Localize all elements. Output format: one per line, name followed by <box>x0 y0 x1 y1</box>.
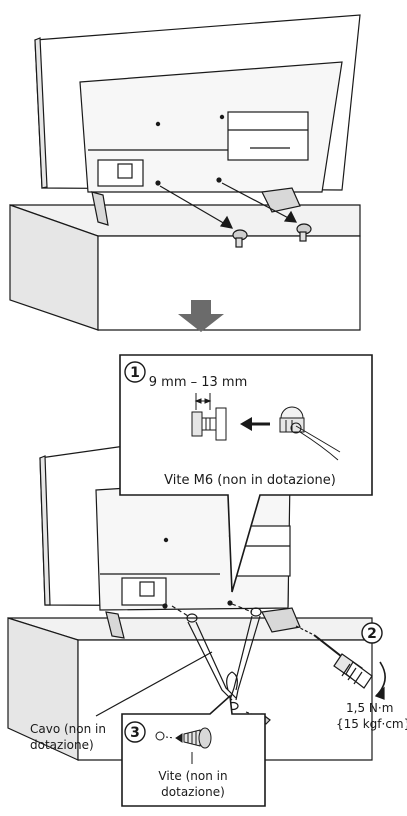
cable-label-line1: Cavo (non in <box>30 722 106 736</box>
step-1-number: 1 <box>130 365 140 381</box>
step-3-number: 3 <box>130 725 140 741</box>
top-stand <box>10 205 360 330</box>
step-2-number: 2 <box>367 626 377 642</box>
top-tv-back <box>35 15 360 192</box>
cable-label-line2: dotazione) <box>30 738 94 752</box>
torque-value-kgf: {15 kgf·cm} <box>336 717 407 731</box>
top-illustration <box>10 15 360 330</box>
callout-3-caption-line1: Vite (non in <box>158 769 227 783</box>
torque-rotation-arrow-icon <box>376 662 385 699</box>
callout-1-caption: Vite M6 (non in dotazione) <box>164 473 336 488</box>
screw-length-dimension: 9 mm – 13 mm <box>149 375 248 390</box>
callout-3-caption-line2: dotazione) <box>161 785 225 799</box>
torque-value: 1,5 N·m <box>346 701 393 715</box>
